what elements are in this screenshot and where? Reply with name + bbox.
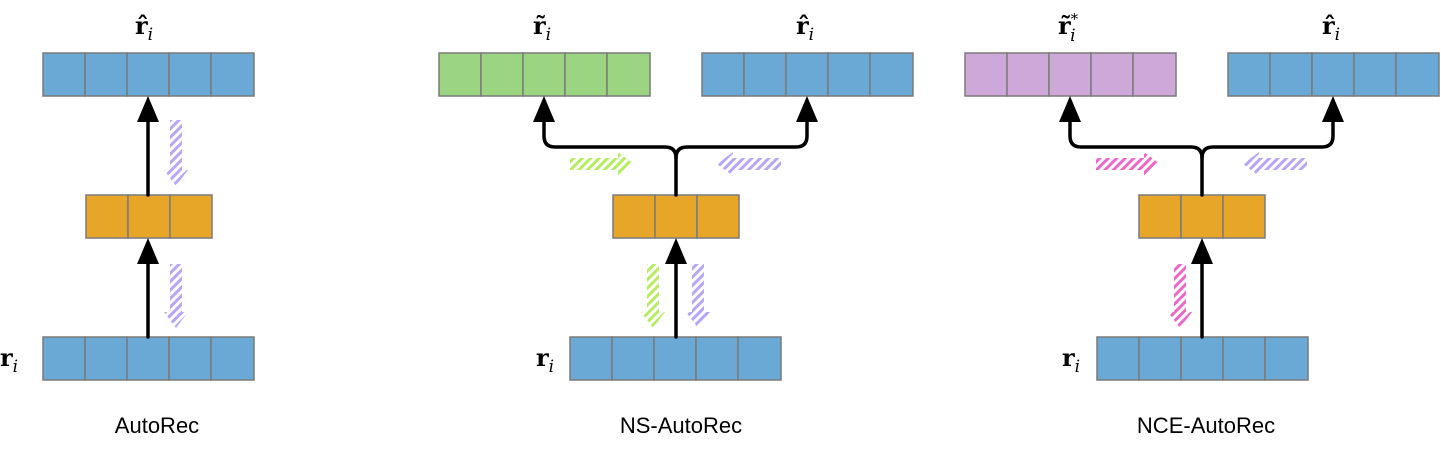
vector-cell xyxy=(1180,336,1224,381)
vector-cell xyxy=(701,52,745,97)
vector-cell xyxy=(695,336,739,381)
vector-cell xyxy=(569,336,613,381)
panel-title: AutoRec xyxy=(115,413,199,438)
vector-cell xyxy=(654,194,698,239)
gradient-arrow-down xyxy=(164,264,188,328)
vector-cell xyxy=(42,52,86,97)
gradient-arrow-down xyxy=(1168,264,1192,328)
vector-cell xyxy=(85,194,129,239)
vector-cell xyxy=(869,52,914,97)
vector-cell xyxy=(1138,194,1182,239)
vector-cell xyxy=(606,52,651,97)
vector-cell xyxy=(522,52,566,97)
r-hat-label: r̂i xyxy=(796,11,814,45)
arrowhead xyxy=(1191,238,1213,264)
arrowhead xyxy=(137,96,159,122)
gradient-arrow-left xyxy=(717,152,781,176)
vector-cell xyxy=(126,52,170,97)
arrowhead xyxy=(796,96,818,122)
vector-cell xyxy=(1006,52,1050,97)
panel-title: NCE-AutoRec xyxy=(1137,413,1275,438)
vector-cell xyxy=(210,52,255,97)
forward-arrow-right-branch xyxy=(674,118,809,160)
vector-cell xyxy=(1395,52,1440,97)
vector-cell xyxy=(1138,336,1182,381)
panel-autorec: r̂i ri AutoRec xyxy=(0,11,255,438)
r-hat-label: r̂i xyxy=(135,11,153,45)
vector-cell xyxy=(1090,52,1134,97)
vector-cell xyxy=(127,194,171,239)
vector-cell xyxy=(1264,336,1309,381)
vector-cell xyxy=(612,194,656,239)
output-vector-r-hat xyxy=(1227,52,1440,97)
vector-cell xyxy=(1311,52,1355,97)
r-label: ri xyxy=(0,343,18,377)
vector-cell xyxy=(84,52,128,97)
vector-cell xyxy=(564,52,608,97)
arrowhead xyxy=(665,238,687,264)
gradient-arrow-down xyxy=(164,120,188,186)
forward-arrow-right-branch xyxy=(1200,118,1335,160)
negative-vector-r-tilde xyxy=(438,52,651,97)
arrowhead xyxy=(1059,96,1081,122)
vector-cell xyxy=(653,336,697,381)
vector-cell xyxy=(1227,52,1271,97)
r-label: ri xyxy=(1062,343,1080,377)
r-tilde-star-label: r̃*i xyxy=(1058,10,1079,46)
hidden-vector xyxy=(1138,194,1266,239)
arrowhead xyxy=(137,238,159,264)
r-hat-label: r̂i xyxy=(1322,11,1340,45)
vector-cell xyxy=(785,52,829,97)
vector-cell xyxy=(126,336,170,381)
input-vector-r xyxy=(569,336,782,381)
vector-cell xyxy=(210,336,255,381)
vector-cell xyxy=(1180,194,1224,239)
vector-cell xyxy=(438,52,482,97)
forward-arrow-left-branch xyxy=(1068,118,1204,197)
gradient-arrow-down xyxy=(686,264,710,328)
vector-cell xyxy=(84,336,128,381)
output-vector-r-hat xyxy=(701,52,914,97)
vector-cell xyxy=(611,336,655,381)
noise-vector-r-tilde-star xyxy=(964,52,1177,97)
arrowhead xyxy=(1322,96,1344,122)
forward-arrow-left-branch xyxy=(542,118,678,197)
panel-title: NS-AutoRec xyxy=(620,413,742,438)
vector-cell xyxy=(480,52,524,97)
vector-cell xyxy=(169,194,213,239)
hidden-vector xyxy=(612,194,740,239)
panel-ns-autorec: r̃i r̂i ri NS-AutoRec xyxy=(438,11,914,438)
vector-cell xyxy=(168,336,212,381)
vector-cell xyxy=(696,194,740,239)
vector-cell xyxy=(743,52,787,97)
vector-cell xyxy=(168,52,212,97)
r-label: ri xyxy=(536,343,554,377)
vector-cell xyxy=(1096,336,1140,381)
vector-cell xyxy=(827,52,871,97)
input-vector-r xyxy=(42,336,255,381)
output-vector-r-hat xyxy=(42,52,255,97)
arrowhead xyxy=(533,96,555,122)
gradient-arrow-down xyxy=(641,264,665,328)
gradient-arrow-left xyxy=(1243,152,1307,176)
vector-cell xyxy=(1048,52,1092,97)
vector-cell xyxy=(1269,52,1313,97)
gradient-arrow-right xyxy=(1096,152,1160,176)
input-vector-r xyxy=(1096,336,1309,381)
vector-cell xyxy=(42,336,86,381)
vector-cell xyxy=(964,52,1008,97)
gradient-arrow-right xyxy=(570,152,634,176)
vector-cell xyxy=(1353,52,1397,97)
r-tilde-label: r̃i xyxy=(533,11,551,45)
vector-cell xyxy=(737,336,782,381)
vector-cell xyxy=(1132,52,1177,97)
vector-cell xyxy=(1222,194,1266,239)
hidden-vector xyxy=(85,194,213,239)
vector-cell xyxy=(1222,336,1266,381)
panel-nce-autorec: r̃*i r̂i ri NCE-AutoRec xyxy=(964,10,1440,438)
